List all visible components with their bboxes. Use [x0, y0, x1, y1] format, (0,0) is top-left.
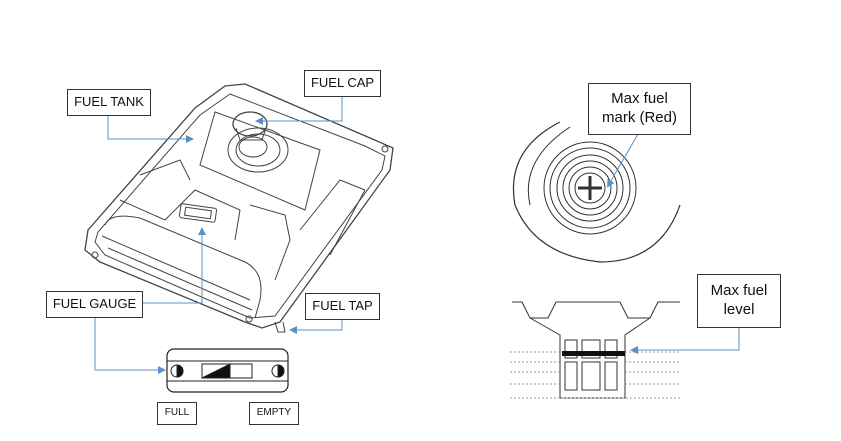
fuel-gauge-panel	[166, 348, 289, 393]
leader-lines	[94, 96, 740, 374]
fuel-gauge-label: FUEL GAUGE	[46, 291, 143, 318]
fuel-cap-label: FUEL CAP	[304, 70, 381, 97]
max-fuel-level-label: Max fuel level	[697, 274, 781, 328]
fuel-tank-drawing	[84, 83, 394, 333]
empty-label: EMPTY	[249, 402, 299, 425]
max-fuel-level-bar	[562, 351, 625, 356]
fuel-tank-label: FUEL TANK	[67, 89, 151, 116]
full-label: FULL	[157, 402, 197, 425]
max-fuel-mark-label: Max fuel mark (Red)	[588, 83, 691, 135]
filler-neck-top-view	[512, 121, 681, 263]
fuel-tap-label: FUEL TAP	[305, 293, 380, 320]
full-indicator-icon	[176, 364, 184, 378]
gauge-level-icon	[201, 363, 231, 379]
empty-indicator-icon	[277, 364, 285, 378]
